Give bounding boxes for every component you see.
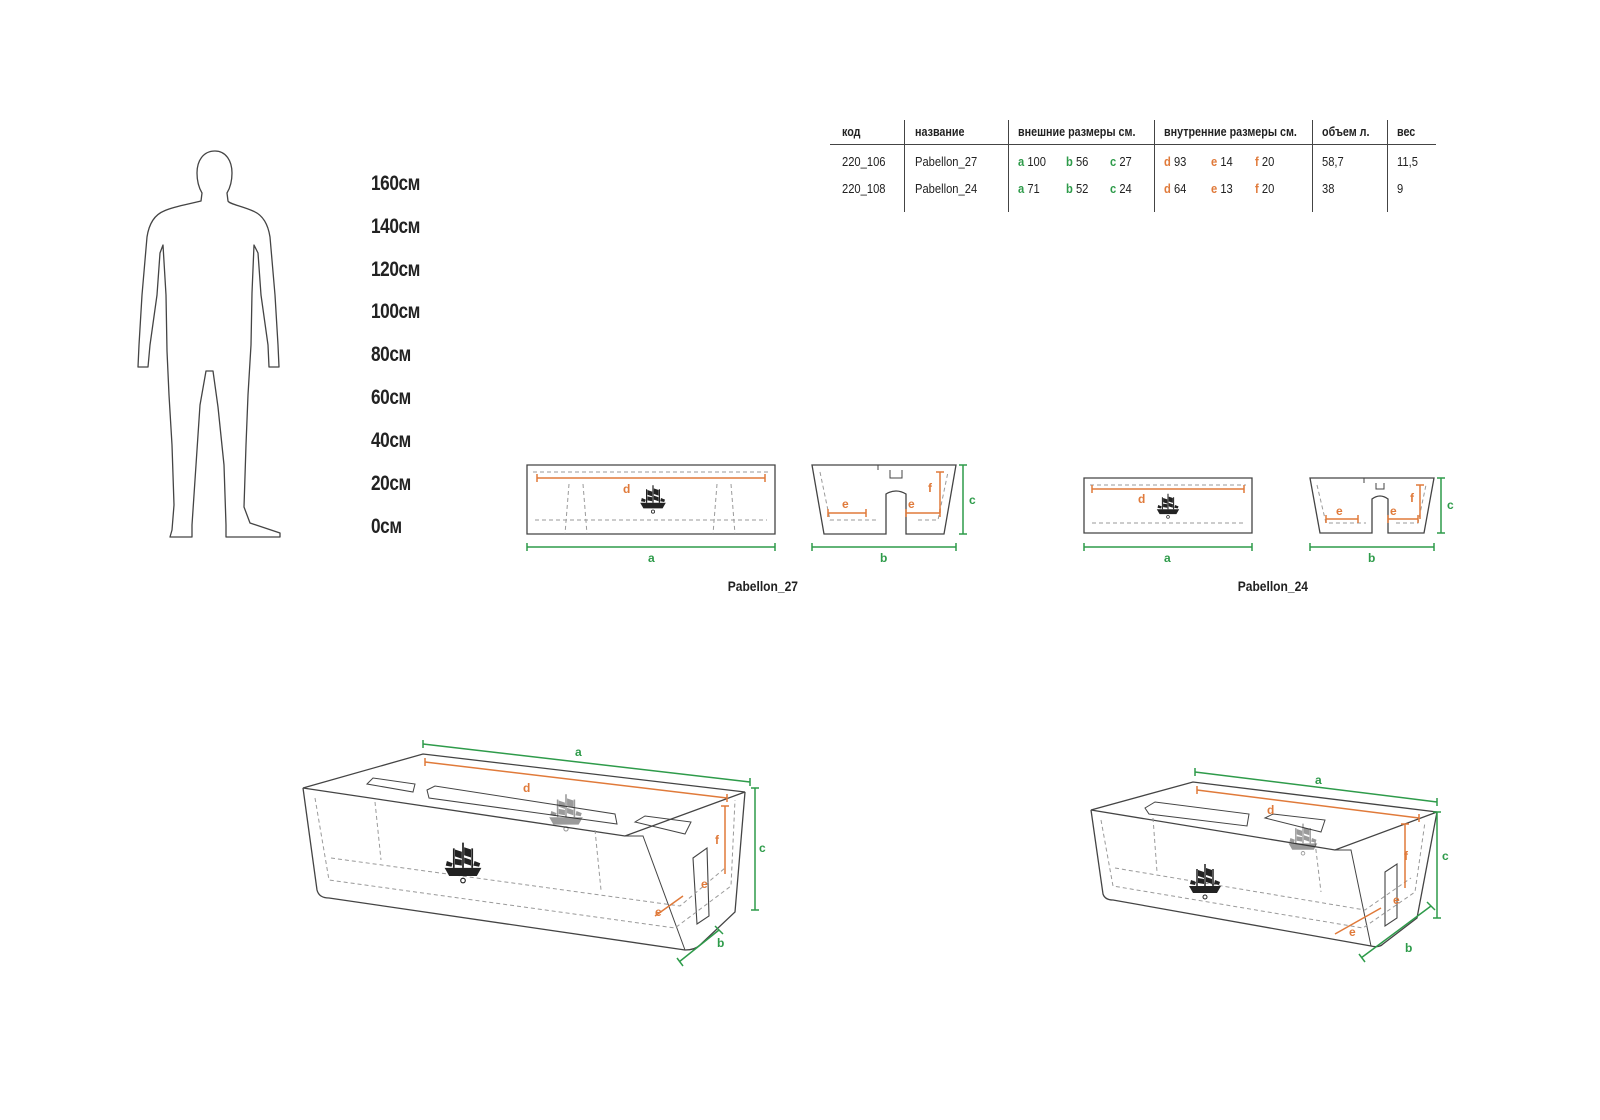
scale-label: 160см [371,172,421,195]
dim-key-f: f [1255,181,1259,196]
dim-label-e: e [908,497,915,511]
dim-label-f: f [715,833,720,847]
dim-label-f: f [1410,491,1415,505]
dim-label-a: a [648,551,655,565]
header-volume: объем л. [1322,125,1370,139]
dim-label-a: a [1315,773,1322,787]
dim-key-f: f [1255,154,1259,169]
header-weight: вес [1397,125,1416,139]
dim-label-b: b [717,936,724,950]
dim-label-e: e [1349,925,1356,939]
dim-value-b: 52 [1075,181,1089,196]
dim-label-b: b [1368,551,1375,565]
dim-label-f: f [1404,849,1409,863]
header-divider [830,144,1436,145]
dim-label-c: c [759,841,766,855]
ship-logo-icon [1188,863,1222,900]
dim-label-a: a [1164,551,1171,565]
dim-label-a: a [575,745,582,759]
header-name: название [915,125,965,139]
dim-value-f: 20 [1261,181,1275,196]
human-silhouette-icon [137,150,281,538]
dim-key-c: c [1110,181,1117,196]
scale-label: 140см [371,215,421,238]
dim-label-c: c [1442,849,1449,863]
column-divider [904,120,905,212]
dim-key-e: e [1211,181,1218,196]
pabellon27-front-view: d a [526,464,776,565]
pabellon24-isometric-view: a c b d f e e [1090,768,1449,963]
scale-label: 0см [371,515,402,538]
row-code: 220_106 [842,154,886,169]
dim-key-b: b [1066,181,1073,196]
scale-label: 120см [371,258,421,281]
pabellon27-side-view: e e f c b [811,464,976,565]
dim-label-e: e [701,877,708,891]
dim-label-e: e [1393,893,1400,907]
spec-table: код название внешние размеры см. внутрен… [830,120,1440,220]
dim-key-d: d [1164,181,1171,196]
scale-label: 100см [371,300,421,323]
dim-label-e: e [1336,504,1343,518]
dim-label-b: b [1405,941,1412,955]
row-volume: 58,7 [1322,154,1344,169]
dim-label-e: e [842,497,849,511]
dim-value-d: 93 [1173,154,1187,169]
column-divider [1008,120,1009,212]
row-volume: 38 [1322,181,1335,196]
scale-label: 40см [371,429,411,452]
pabellon24-front-view: d a [1083,477,1253,565]
dim-label-d: d [1267,803,1274,817]
scale-label: 80см [371,343,411,366]
ship-logo-icon [443,841,483,884]
dim-key-e: e [1211,154,1218,169]
header-inner: внутренние размеры см. [1164,125,1297,139]
ship-logo-icon [1287,822,1319,856]
ship-logo-icon [1156,493,1180,519]
column-divider [1312,120,1313,212]
dim-label-d: d [523,781,530,795]
caption-pabellon27: Pabellon_27 [727,578,798,594]
scale-label: 20см [371,472,411,495]
dim-value-a: 71 [1027,181,1040,196]
pabellon27-isometric-view: a c b d f e e [302,740,766,967]
dim-label-c: c [1447,498,1454,512]
row-weight: 9 [1397,181,1404,196]
header-code: код [842,125,861,139]
dim-key-b: b [1066,154,1073,169]
dim-value-a: 100 [1027,154,1047,169]
dim-value-c: 27 [1119,154,1132,169]
row-weight: 11,5 [1397,154,1418,169]
dim-value-e: 13 [1220,181,1233,196]
dim-key-a: a [1018,181,1025,196]
header-outer: внешние размеры см. [1018,125,1136,139]
caption-pabellon24: Pabellon_24 [1237,578,1308,594]
dim-label-e: e [1390,504,1397,518]
dim-label-b: b [880,551,887,565]
dim-label-e: e [655,905,662,919]
row-name: Pabellon_27 [915,154,978,169]
pabellon24-side-view: e e f c b [1309,477,1454,565]
dim-value-c: 24 [1119,181,1132,196]
row-code: 220_108 [842,181,886,196]
dim-key-d: d [1164,154,1171,169]
dim-value-f: 20 [1261,154,1275,169]
dim-label-f: f [928,481,933,495]
ship-logo-icon [639,484,667,514]
dim-value-d: 64 [1173,181,1187,196]
dim-label-c: c [969,493,976,507]
dim-label-d: d [1138,492,1145,506]
dim-value-b: 56 [1075,154,1089,169]
dim-key-a: a [1018,154,1025,169]
dim-value-e: 14 [1220,154,1233,169]
column-divider [1154,120,1155,212]
scale-label: 60см [371,386,411,409]
row-name: Pabellon_24 [915,181,978,196]
dim-key-c: c [1110,154,1117,169]
column-divider [1387,120,1388,212]
dim-label-d: d [623,482,630,496]
